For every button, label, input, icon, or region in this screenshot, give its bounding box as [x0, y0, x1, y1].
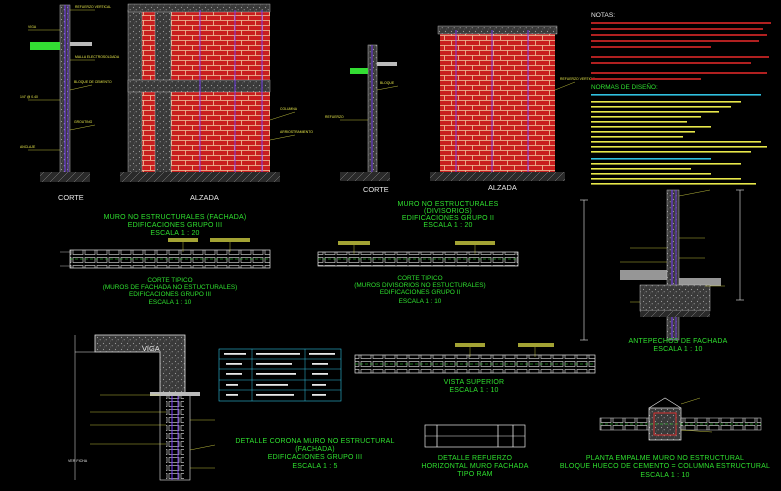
antepechos-title: ANTEPECHOS DE FACHADA: [628, 338, 727, 345]
corona-line3: EDIFICACIONES GRUPO III: [268, 454, 362, 461]
section2-alzada-drawing: REFUERZO VERTICAL: [430, 25, 596, 181]
corte1-line2: (MUROS DE FACHADA NO ESTUCTURALES): [103, 284, 238, 291]
section2-title: MURO NO ESTRUCTURALES: [397, 201, 498, 208]
corte1-title: CORTE TIPICO: [147, 277, 192, 284]
refuerzo-title: DETALLE REFUERZO: [438, 455, 513, 462]
svg-text:BLOQUE DE CEMENTO: BLOQUE DE CEMENTO: [74, 80, 112, 84]
section2-subtitle: EDIFICACIONES GRUPO II: [402, 215, 494, 222]
section1-corte-label: CORTE: [58, 193, 84, 202]
corte2-line2: (MUROS DIVISORIOS NO ESTUCTURALES): [354, 282, 485, 289]
svg-text:1/4" @ 0.40: 1/4" @ 0.40: [20, 95, 38, 99]
notes-block: NOTAS: NORMAS DE DISEÑO:: [591, 12, 771, 185]
notes-red-text: [591, 22, 771, 80]
section1-alzada-label: ALZADA: [190, 193, 219, 202]
refuerzo-line2: HORIZONTAL MURO FACHADA: [421, 463, 528, 470]
svg-text:REFUERZO: REFUERZO: [325, 115, 344, 119]
section2-alzada-label: ALZADA: [488, 183, 517, 192]
normas-text: [591, 94, 767, 185]
svg-text:VIGA: VIGA: [28, 25, 37, 29]
vista-title: VISTA SUPERIOR: [444, 379, 505, 386]
viga-label: VIGA: [142, 344, 160, 353]
section1-scale: ESCALA 1 : 20: [150, 230, 199, 237]
section1-alzada-drawing: COLUMNA ARRIOSTRAMIENTO: [120, 3, 313, 182]
svg-text:REFUERZO VERTICAL: REFUERZO VERTICAL: [560, 77, 596, 81]
section1-title: MURO NO ESTRUCTURALES (FACHADA): [104, 214, 247, 221]
section2-scale: ESCALA 1 : 20: [423, 222, 472, 229]
planta-title: PLANTA EMPALME MURO NO ESTRUCTURAL: [586, 455, 744, 462]
antepechos-drawing: [580, 189, 744, 341]
planta-empalme-drawing: [599, 397, 762, 441]
svg-text:VER FICHA: VER FICHA: [68, 459, 88, 463]
corte-tipico-2-drawing: [317, 241, 519, 267]
corte2-scale: ESCALA 1 : 10: [399, 298, 442, 305]
section2-corte-drawing: BLOQUE REFUERZO: [325, 44, 399, 181]
spec-table: [218, 348, 342, 402]
corte2-title: CORTE TIPICO: [397, 275, 442, 282]
svg-text:COLUMNA: COLUMNA: [280, 107, 298, 111]
vista-superior-drawing: [354, 343, 596, 374]
svg-text:ANCLAJE: ANCLAJE: [20, 145, 36, 149]
section1-subtitle: EDIFICACIONES GRUPO III: [128, 222, 222, 229]
svg-text:GROUTING: GROUTING: [74, 120, 93, 124]
corte2-line3: EDIFICACIONES GRUPO II: [380, 289, 460, 296]
notes-heading: NOTAS:: [591, 12, 615, 19]
section2-title2: (DIVISORIOS): [424, 208, 472, 215]
refuerzo-line3: TIPO RAM: [457, 471, 492, 478]
corte-tipico-1-drawing: [60, 238, 271, 269]
planta-scale: ESCALA 1 : 10: [640, 472, 689, 479]
corte1-scale: ESCALA 1 : 10: [149, 299, 192, 306]
corona-drawing: VER FICHA: [68, 334, 216, 481]
corona-scale: ESCALA 1 : 5: [292, 463, 337, 470]
vista-scale: ESCALA 1 : 10: [449, 387, 498, 394]
corte1-line3: EDIFICACIONES GRUPO III: [129, 291, 211, 298]
svg-text:REFUERZO VERTICAL: REFUERZO VERTICAL: [75, 5, 111, 9]
section2-corte-label: CORTE: [363, 185, 389, 194]
refuerzo-drawing: [424, 424, 526, 448]
svg-text:ARRIOSTRAMIENTO: ARRIOSTRAMIENTO: [280, 130, 313, 134]
svg-text:BLOQUE: BLOQUE: [380, 81, 395, 85]
corona-line2: (FACHADA): [295, 446, 335, 453]
svg-text:MALLA ELECTROSOLDADA: MALLA ELECTROSOLDADA: [75, 55, 120, 59]
corona-title: DETALLE CORONA MURO NO ESTRUCTURAL: [235, 438, 394, 445]
normas-heading: NORMAS DE DISEÑO:: [591, 82, 658, 91]
planta-line2: BLOQUE HUECO DE CEMENTO = COLUMNA ESTRUC…: [560, 463, 770, 470]
section1-corte-drawing: REFUERZO VERTICAL MALLA ELECTROSOLDADA B…: [20, 4, 120, 182]
antepechos-scale: ESCALA 1 : 10: [653, 346, 702, 353]
